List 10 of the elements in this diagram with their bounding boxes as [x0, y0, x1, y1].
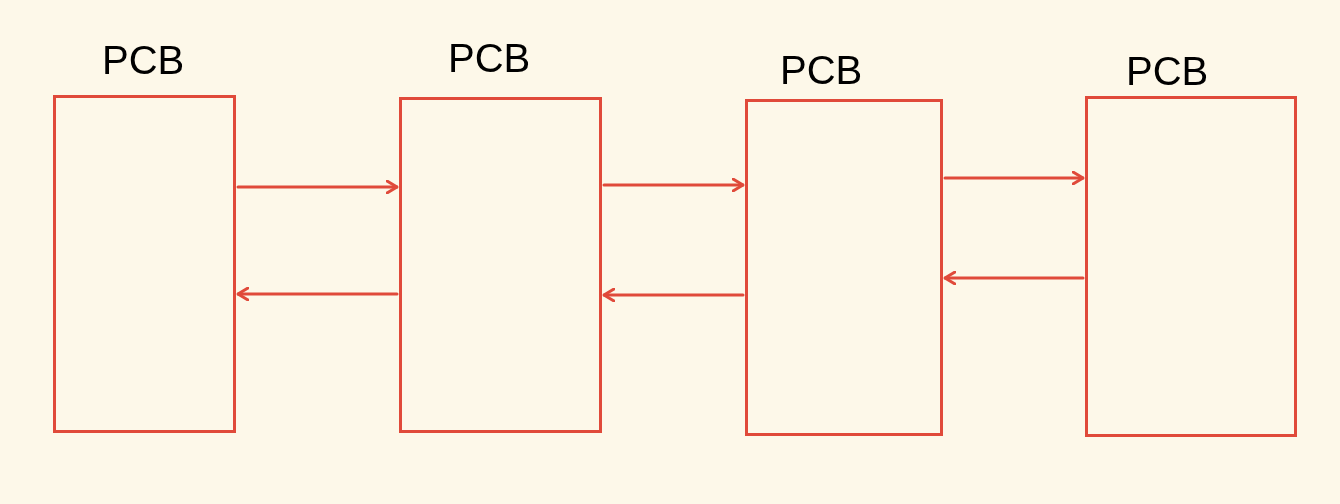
arrow: [602, 287, 745, 303]
arrow: [236, 286, 399, 302]
box-heading: PCB: [448, 38, 531, 78]
arrow: [943, 170, 1085, 186]
arrow: [943, 270, 1085, 286]
arrow: [236, 179, 399, 195]
box-heading: PCB: [1126, 51, 1209, 91]
arrow: [602, 177, 745, 193]
box-heading: PCB: [102, 40, 185, 80]
box-heading: PCB: [780, 50, 863, 90]
